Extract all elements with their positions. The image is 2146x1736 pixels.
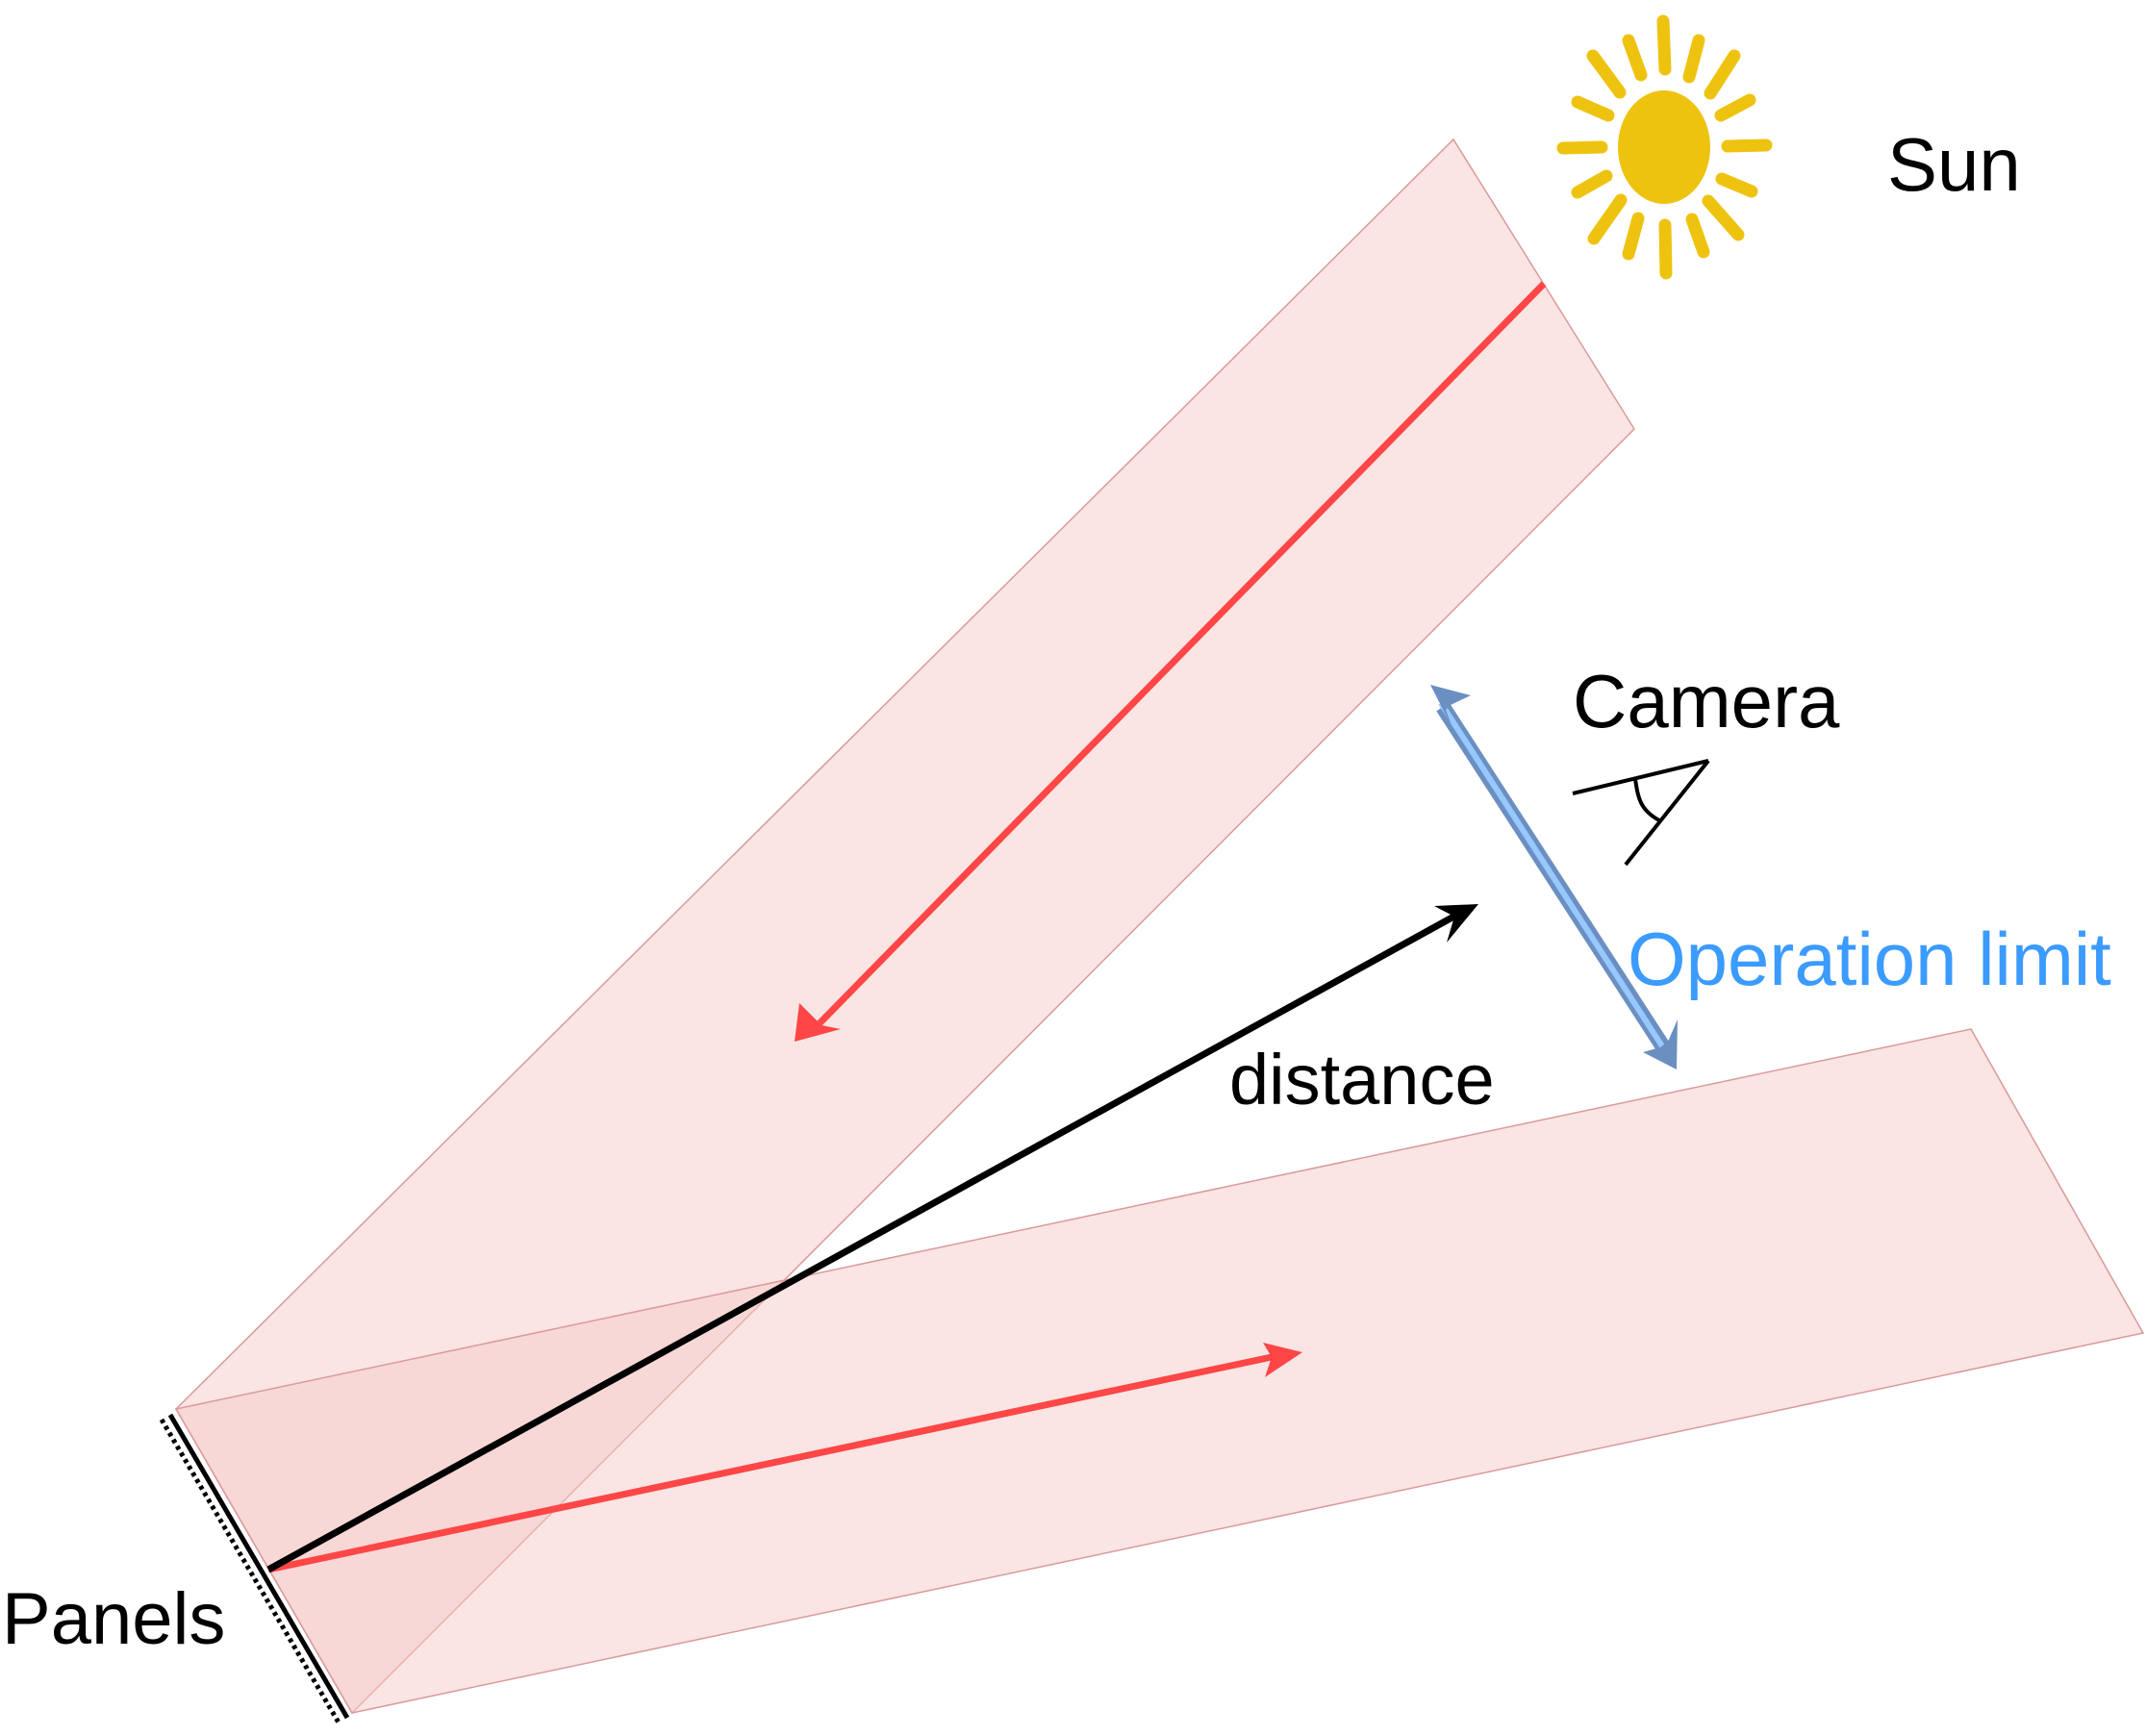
- operation-limit-label: Operation limit: [1628, 917, 2111, 1001]
- eye-icon: [1572, 759, 1710, 867]
- camera-label: Camera: [1573, 659, 1840, 743]
- distance-label: distance: [1229, 1040, 1495, 1120]
- sun-icon: [1556, 14, 1773, 280]
- operation-limit-arrow[interactable]: [1430, 685, 1678, 1069]
- sun-label: Sun: [1887, 122, 2021, 207]
- reflected-beam: [174, 1028, 2145, 1714]
- distance-arrow: [266, 904, 1478, 1573]
- reflected-ray-arrow: [267, 1343, 1302, 1573]
- solar-panel-icon: [159, 1413, 350, 1724]
- incoming-ray-arrow: [795, 281, 1547, 1042]
- panels-label: Panels: [2, 1578, 226, 1660]
